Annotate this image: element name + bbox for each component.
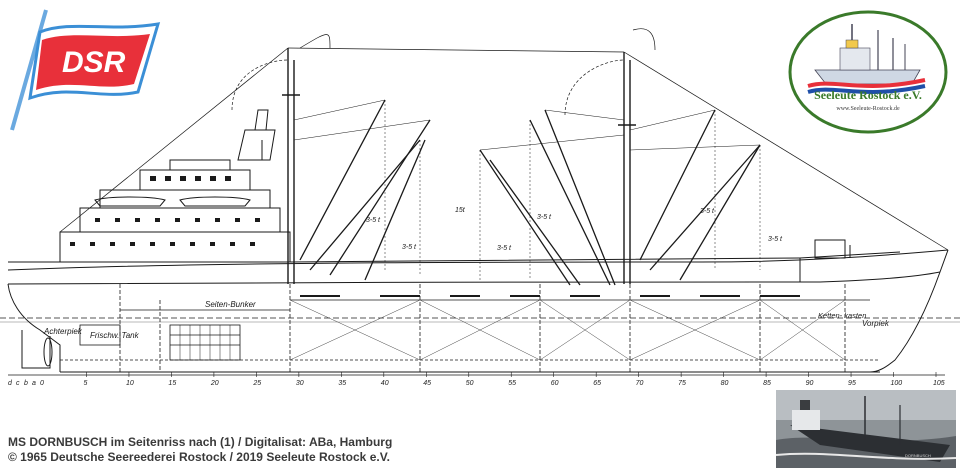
ship-photo-icon: DORNBUSCH bbox=[775, 390, 957, 468]
rigging bbox=[59, 28, 949, 251]
frame-letter-c: c bbox=[16, 380, 20, 387]
frame-number-40: 40 bbox=[381, 380, 389, 387]
frame-number-75: 75 bbox=[678, 380, 686, 387]
label-boom-15t: 15t bbox=[455, 207, 466, 214]
frame-letter-0: 0 bbox=[40, 380, 44, 387]
frame-letter-b: b bbox=[24, 380, 28, 387]
label-boom-35t-b: 3-5 t bbox=[402, 244, 417, 251]
frame-number-50: 50 bbox=[466, 380, 474, 387]
frame-number-45: 45 bbox=[423, 380, 431, 387]
caption-line-2: © 1965 Deutsche Seereederei Rostock / 20… bbox=[8, 450, 390, 464]
frame-letter-d: d bbox=[8, 380, 13, 387]
hold-cross-hatching bbox=[289, 299, 846, 361]
frame-number-85: 85 bbox=[763, 380, 771, 387]
dsr-flag-logo: DSR bbox=[10, 9, 161, 131]
frame-number-10: 10 bbox=[126, 380, 134, 387]
frame-number-60: 60 bbox=[551, 380, 559, 387]
dsr-flag-text: DSR bbox=[62, 46, 126, 79]
frame-number-5: 5 bbox=[83, 380, 87, 387]
derrick-tackle bbox=[293, 99, 761, 280]
caption-line-1: MS DORNBUSCH im Seitenriss nach (1) / Di… bbox=[8, 435, 393, 449]
compartment-labels: Seiten-Bunker Achterpiek Frischw. Tank K… bbox=[43, 207, 890, 340]
frame-number-15: 15 bbox=[168, 380, 176, 387]
frame-number-65: 65 bbox=[593, 380, 601, 387]
label-achterpiek: Achterpiek bbox=[43, 327, 83, 336]
frame-number-100: 100 bbox=[891, 380, 903, 387]
engine-room bbox=[79, 324, 241, 361]
frame-number-20: 20 bbox=[210, 380, 219, 387]
masts bbox=[282, 48, 636, 284]
seeleute-rostock-badge: Seeleute Rostock e.V. www.Seeleute-Rosto… bbox=[788, 10, 948, 134]
label-seiten-bunker: Seiten-Bunker bbox=[205, 300, 256, 309]
superstructure bbox=[59, 109, 291, 263]
label-boom-35t-e: 3-5 t bbox=[700, 208, 715, 215]
badge-url: www.Seeleute-Rostock.de bbox=[836, 106, 900, 112]
label-frischw-tank: Frischw. Tank bbox=[90, 331, 140, 340]
frame-letter-a: a bbox=[32, 380, 36, 387]
label-boom-35t-c: 3-5 t bbox=[497, 245, 512, 252]
frame-number-25: 25 bbox=[252, 380, 261, 387]
badge-title: Seeleute Rostock e.V. bbox=[814, 88, 922, 102]
frame-number-105: 105 bbox=[933, 380, 945, 387]
bulkhead-lines bbox=[119, 284, 846, 372]
frame-number-90: 90 bbox=[806, 380, 814, 387]
forecastle bbox=[799, 239, 901, 282]
frame-number-55: 55 bbox=[508, 380, 516, 387]
frame-number-95: 95 bbox=[848, 380, 856, 387]
ship-hull-lines bbox=[0, 249, 960, 373]
frame-number-80: 80 bbox=[721, 380, 729, 387]
label-ketten-kasten: Ketten- kasten bbox=[818, 311, 866, 320]
label-boom-35t-f: 3-5 t bbox=[768, 236, 783, 243]
frame-number-35: 35 bbox=[338, 380, 346, 387]
label-boom-35t-d: 3-5 t bbox=[537, 214, 552, 221]
frame-number-70: 70 bbox=[636, 380, 644, 387]
image-caption: MS DORNBUSCH im Seitenriss nach (1) / Di… bbox=[8, 435, 392, 465]
photo-hull-text: DORNBUSCH bbox=[905, 453, 931, 458]
label-vorpiek: Vorpiek bbox=[862, 319, 890, 328]
label-boom-35t-a: 3-5 t bbox=[366, 217, 381, 224]
derrick-booms bbox=[299, 99, 761, 286]
frame-number-30: 30 bbox=[296, 380, 304, 387]
